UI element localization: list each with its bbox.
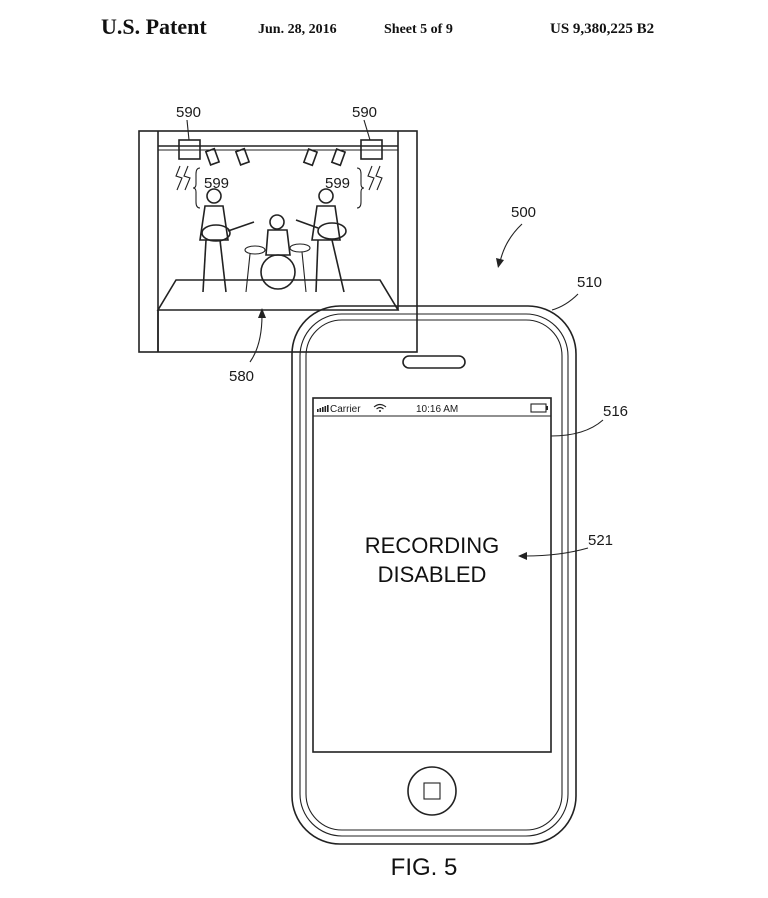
figure-caption: FIG. 5	[391, 854, 458, 881]
ref-label-590-left: 590	[176, 104, 201, 121]
device-display	[312, 397, 552, 753]
ref-label-599-left: 599	[204, 175, 229, 192]
earpiece-speaker	[402, 355, 466, 369]
arrowhead-icon	[518, 552, 527, 560]
mobile-device	[291, 305, 577, 845]
leader-arrow-580	[249, 314, 263, 363]
arrowhead-icon	[496, 258, 504, 268]
leader-500	[499, 223, 523, 263]
screen-message-line2: DISABLED	[378, 562, 487, 587]
ref-label-510: 510	[577, 274, 602, 291]
patent-header-date: Jun. 28, 2016	[258, 22, 337, 37]
home-button-square-icon	[423, 782, 441, 800]
signal-zigzag-icon	[175, 165, 383, 209]
wifi-icon	[373, 403, 387, 412]
home-button[interactable]	[407, 766, 457, 816]
ref-label-590-right: 590	[352, 104, 377, 121]
patent-header-title: U.S. Patent	[101, 14, 207, 39]
spotlight-icon	[204, 147, 347, 167]
ref-label-521: 521	[588, 532, 613, 549]
leader-510	[551, 293, 579, 311]
status-carrier: Carrier	[330, 404, 361, 415]
stage-platform-top	[156, 279, 400, 311]
status-time: 10:16 AM	[416, 404, 458, 415]
ref-label-599-right: 599	[325, 175, 350, 192]
emitter-right-box	[360, 139, 383, 160]
device-inner-bezel	[299, 313, 569, 837]
leader-590-right	[363, 119, 371, 141]
ref-label-516: 516	[603, 403, 628, 420]
emitter-left-box	[178, 139, 201, 160]
ref-label-500: 500	[511, 204, 536, 221]
stage-frame	[138, 130, 418, 353]
device-front-face	[305, 319, 563, 831]
patent-header-sheet: Sheet 5 of 9	[384, 22, 453, 37]
arrowhead-icon	[258, 308, 266, 318]
musician-drummer	[244, 214, 311, 293]
musician-guitarist-left	[199, 188, 255, 293]
battery-icon	[530, 403, 548, 413]
device-outer-body	[291, 305, 577, 845]
musician-guitarist-right	[295, 188, 347, 293]
leader-590-left	[186, 119, 190, 141]
ref-label-580: 580	[229, 368, 254, 385]
stage-scene	[138, 119, 418, 363]
leader-516	[550, 419, 604, 437]
leader-521	[524, 547, 589, 557]
patent-header-number: US 9,380,225 B2	[550, 21, 655, 37]
screen-message-line1: RECORDING	[365, 533, 499, 558]
signal-bars-icon	[317, 405, 329, 412]
